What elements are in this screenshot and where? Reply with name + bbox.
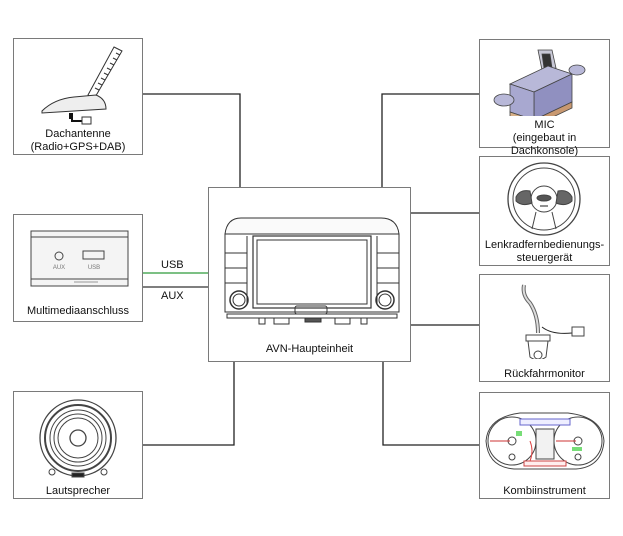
roof-antenna-icon xyxy=(41,46,123,125)
component-roof-antenna: Dachantenne (Radio+GPS+DAB) xyxy=(13,38,143,155)
multimedia-port-icon: AUX USB xyxy=(30,230,129,287)
avn-label: AVN-Haupteinheit xyxy=(265,343,354,355)
rear-camera-icon xyxy=(521,284,585,359)
component-microphone: MIC (eingebaut in Dachkonsole) xyxy=(479,39,610,157)
wire-cluster xyxy=(382,361,479,446)
wire-speaker xyxy=(142,361,235,446)
usb-port-label: USB xyxy=(88,265,100,271)
component-steering-wheel-remote: Lenkradfernbedienungs- steuergerät xyxy=(479,156,610,266)
head-unit-icon xyxy=(224,217,400,325)
cluster-label: Kombiinstrument xyxy=(503,485,586,497)
aux-port-label: AUX xyxy=(53,265,65,271)
component-avn-head-unit: AVN-Haupteinheit xyxy=(208,187,411,362)
microphone-icon xyxy=(493,49,586,116)
component-multimedia-port: AUX USB Multimediaanschluss xyxy=(13,214,143,322)
aux-wire-label: AUX xyxy=(161,290,184,302)
camera-label: Rückfahrmonitor xyxy=(504,368,585,380)
component-instrument-cluster: Kombiinstrument xyxy=(479,392,610,499)
instrument-cluster-icon xyxy=(485,412,605,470)
wire-mic xyxy=(381,93,479,187)
steering-label-1: Lenkradfernbedienungs- xyxy=(484,239,605,251)
antenna-label-1: Dachantenne xyxy=(45,128,111,140)
steering-label-2: steuergerät xyxy=(516,252,573,264)
component-speaker: Lautsprecher xyxy=(13,391,143,499)
antenna-label-2: (Radio+GPS+DAB) xyxy=(30,141,126,153)
steering-wheel-icon xyxy=(507,162,581,236)
mic-label-2: (eingebaut in Dachkonsole) xyxy=(510,132,579,157)
usb-wire-label: USB xyxy=(161,259,184,271)
speaker-label: Lautsprecher xyxy=(45,485,111,497)
wire-antenna xyxy=(142,93,241,187)
multimedia-label: Multimediaanschluss xyxy=(26,305,130,317)
mic-label-1: MIC xyxy=(534,119,555,131)
component-rear-camera: Rückfahrmonitor xyxy=(479,274,610,382)
speaker-icon xyxy=(39,399,117,478)
